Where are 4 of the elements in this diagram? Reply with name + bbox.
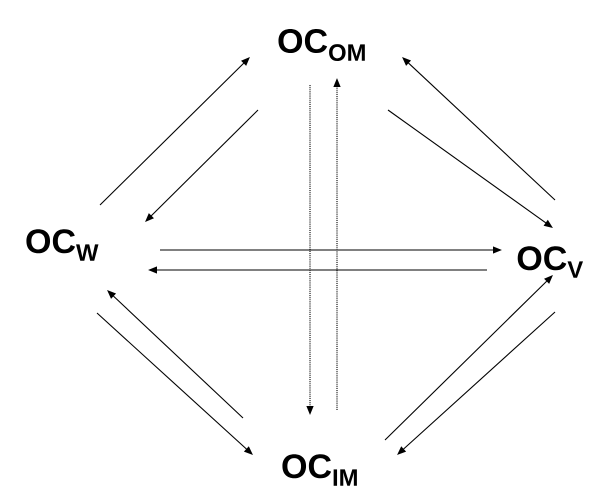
node-label: OC$_{V}$ bbox=[518, 246, 584, 278]
node-label: OC$_{OM}$ bbox=[278, 28, 365, 61]
node-label: OC$_{W}$ bbox=[26, 229, 98, 261]
node-label: OC$_{IM}$ bbox=[282, 454, 357, 486]
